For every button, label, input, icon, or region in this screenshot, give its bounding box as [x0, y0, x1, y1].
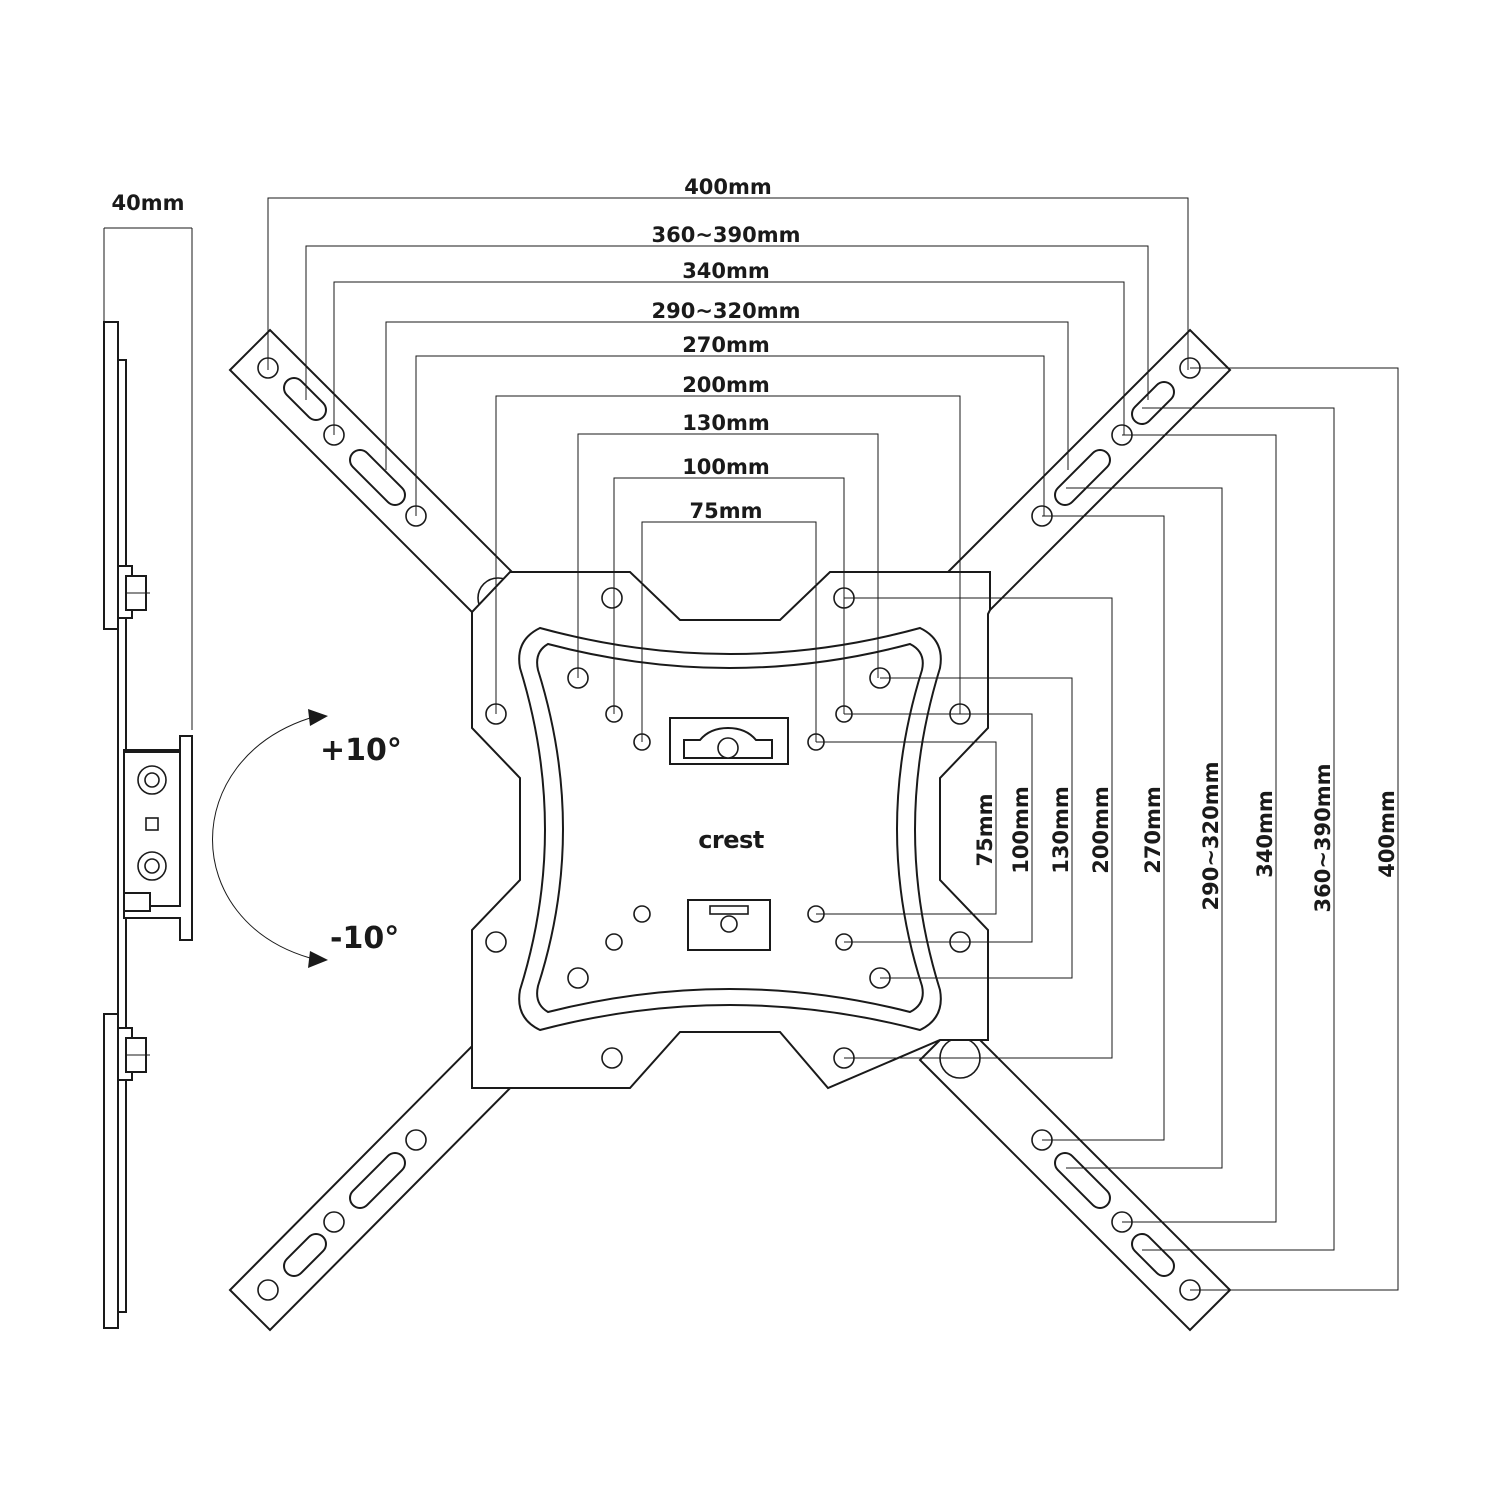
arm-bottom-right [918, 1018, 1232, 1332]
tilt-down-label: -10° [330, 921, 399, 956]
v-dim-200: 200mm [1089, 786, 1113, 874]
tilt-indicator: +10° -10° [212, 709, 402, 968]
v-dim-75: 75mm [973, 794, 997, 867]
tilt-arrow-up [308, 709, 328, 726]
h-dim-400: 400mm [684, 175, 772, 199]
vertical-dimension-lines [816, 367, 1399, 1291]
v-dim-340: 340mm [1253, 790, 1277, 878]
brand-logo-text: crest [698, 826, 764, 854]
v-dim-270: 270mm [1141, 786, 1165, 874]
plate-frame-inner [536, 642, 924, 1014]
vertical-dimension-labels: 75mm 100mm 130mm 200mm 270mm 290~320mm 3… [973, 761, 1399, 912]
h-dim-340: 340mm [682, 259, 770, 283]
v-dim-100: 100mm [1009, 786, 1033, 874]
tilt-arrow-down [308, 951, 328, 968]
h-dim-270: 270mm [682, 333, 770, 357]
side-view: 40mm [103, 191, 193, 1329]
v-dim-400: 400mm [1375, 790, 1399, 878]
h-dim-360-390: 360~390mm [651, 223, 800, 247]
side-bracket-square [145, 817, 159, 831]
center-plate: crest [471, 571, 991, 1090]
side-bracket-foot [123, 892, 151, 912]
v-dim-290-320: 290~320mm [1199, 761, 1223, 910]
v-dim-360-390: 360~390mm [1311, 763, 1335, 912]
side-depth-label: 40mm [112, 191, 185, 215]
tilt-up-label: +10° [320, 733, 402, 768]
horizontal-dimension-lines [267, 197, 1189, 742]
side-plate-bottom [103, 1013, 119, 1329]
h-dim-130: 130mm [682, 411, 770, 435]
side-plate-top [103, 321, 119, 630]
h-dim-75: 75mm [690, 499, 763, 523]
h-dim-290-320: 290~320mm [651, 299, 800, 323]
tilt-arc [212, 717, 311, 959]
horizontal-dimension-labels: 400mm 360~390mm 340mm 290~320mm 270mm 20… [651, 175, 800, 523]
h-dim-100: 100mm [682, 455, 770, 479]
v-dim-130: 130mm [1049, 786, 1073, 874]
h-dim-200: 200mm [682, 373, 770, 397]
